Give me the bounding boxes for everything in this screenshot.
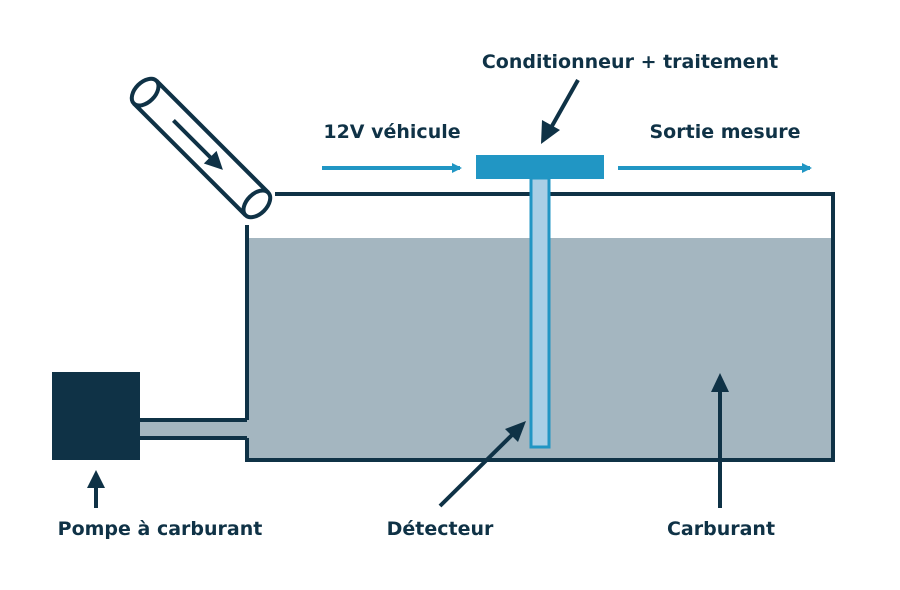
pump-pipe (138, 420, 248, 438)
power-input-label: 12V véhicule (323, 121, 460, 143)
fuel-label: Carburant (667, 518, 775, 540)
conditioner-pointer-arrow (541, 79, 580, 144)
filler-pipe-icon (129, 76, 273, 220)
pump-pointer-arrow (87, 470, 105, 508)
output-label: Sortie mesure (650, 121, 801, 143)
detector-pointer-arrow (438, 421, 526, 508)
detector-probe (529, 176, 551, 449)
fuel-pointer-arrow (711, 373, 729, 508)
pump-label: Pompe à carburant (58, 518, 263, 540)
detector-label: Détecteur (387, 518, 494, 540)
conditioner-head (476, 155, 604, 179)
fuel-pump-block (52, 372, 140, 460)
tank-outline (245, 192, 835, 462)
conditioner-label: Conditionneur + traitement (482, 51, 778, 73)
